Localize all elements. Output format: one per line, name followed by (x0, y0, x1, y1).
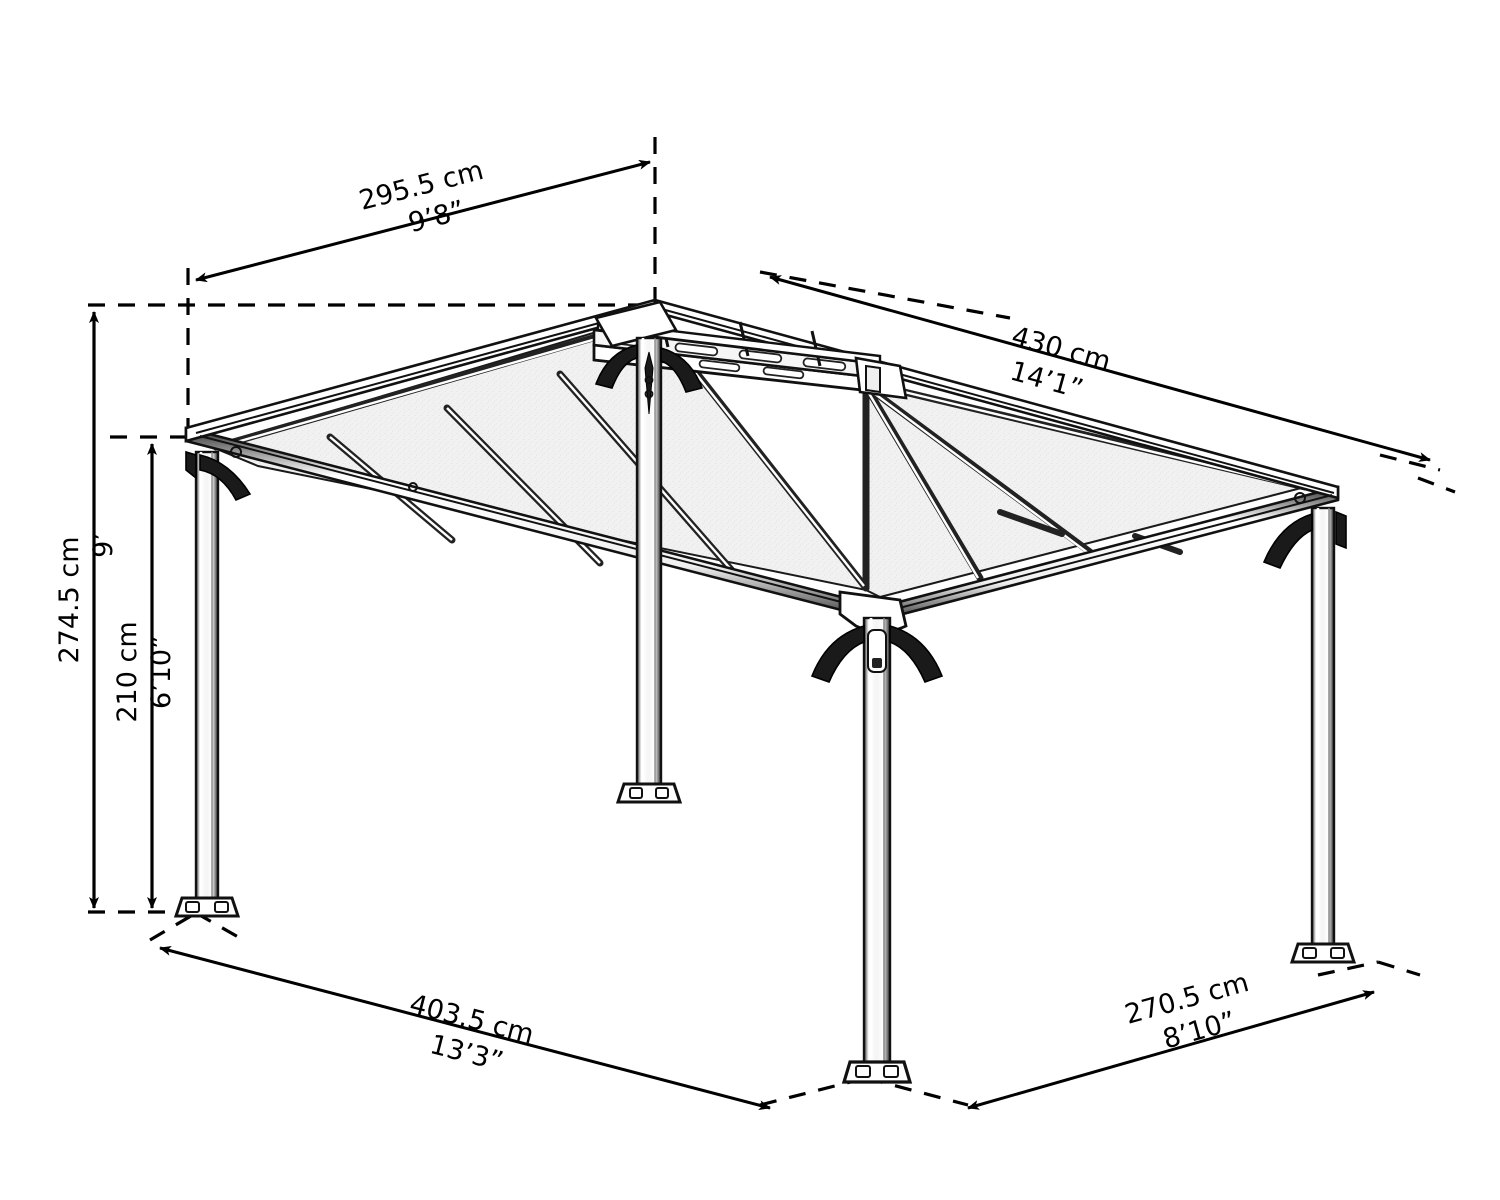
base-plate-front-right (1289, 942, 1357, 964)
clearance-height-metric: 210 cm (112, 621, 143, 722)
overall-height-imperial: 9’ (88, 532, 119, 558)
extension-lines (88, 137, 1456, 1107)
eave-fasteners (230, 446, 1306, 504)
base-plate-front-left (841, 1060, 913, 1084)
overall-height-metric: 274.5 cm (54, 536, 85, 663)
base-plate-rear-left (173, 896, 241, 918)
corner-bracket-front-left (810, 624, 944, 684)
ridge-node-rear-left (594, 300, 678, 348)
post-rear-left (173, 450, 252, 918)
roof-width-dimension (769, 275, 1431, 462)
post-front-left (810, 616, 944, 1084)
base-plate-rear-center (615, 782, 683, 804)
roof-depth-dimension (195, 159, 651, 283)
clearance-height-imperial-label: 6’10” (146, 635, 177, 709)
corner-bracket-rear-left (185, 450, 252, 502)
post-front-right (1262, 506, 1357, 964)
corner-bracket-front-right (1262, 510, 1347, 570)
base-depth-dimension (967, 990, 1375, 1110)
overall-height-label: 274.5 cm (54, 536, 85, 663)
corner-bracket-rear-center (594, 343, 704, 415)
overall-height-imperial-label: 9’ (88, 532, 119, 558)
clearance-height-imperial: 6’10” (146, 635, 177, 709)
post-rear-center (594, 336, 704, 804)
base-width-dimension (159, 945, 771, 1111)
clearance-height-label: 210 cm (112, 621, 143, 722)
